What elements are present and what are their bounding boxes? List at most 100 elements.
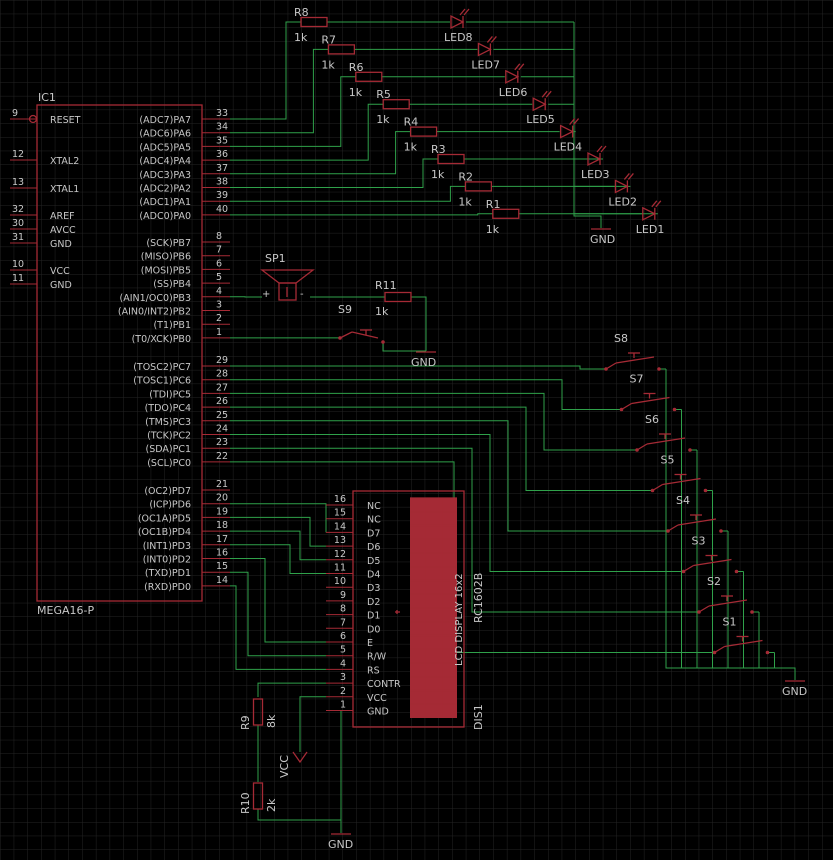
speaker-minus: - bbox=[300, 289, 304, 300]
wire-pd3-d4 bbox=[230, 544, 326, 574]
ic1-body[interactable] bbox=[36, 104, 203, 602]
lcd-pin-name: D4 bbox=[367, 570, 380, 581]
led-LED6[interactable] bbox=[505, 69, 520, 84]
lcd-pin-number: 11 bbox=[334, 563, 346, 574]
wire-pa-to-R7 bbox=[230, 48, 329, 134]
ic1-pin-name: (ADC6)PA6 bbox=[139, 129, 191, 140]
ic1-pin-name: (TOSC1)PC6 bbox=[133, 376, 191, 387]
resistor-R8[interactable] bbox=[300, 16, 328, 28]
ic1-pin-number: 13 bbox=[12, 177, 24, 188]
ic1-pin-name: GND bbox=[50, 239, 72, 250]
vcc-label: VCC bbox=[278, 755, 291, 778]
resistor-R11[interactable] bbox=[384, 291, 412, 303]
led-name: LED3 bbox=[581, 168, 610, 181]
lcd-pin-name: R/W bbox=[367, 652, 387, 663]
ic1-pin-number: 18 bbox=[216, 520, 228, 531]
switch-contact bbox=[683, 564, 694, 573]
resistor-R4[interactable] bbox=[409, 126, 438, 137]
resistor-name: R5 bbox=[376, 88, 391, 101]
resistor-name: R1 bbox=[486, 198, 501, 211]
junction-dot bbox=[657, 367, 661, 371]
ic1-pin-name: (RXD)PD0 bbox=[144, 582, 191, 593]
resistor-R6[interactable] bbox=[355, 71, 383, 82]
led-LED8[interactable] bbox=[450, 14, 465, 30]
junction-dot bbox=[750, 610, 754, 614]
lcd-display-text: LCD DISPLAY 16x2 bbox=[454, 573, 465, 666]
switch-contact bbox=[636, 443, 648, 451]
led-LED3[interactable] bbox=[587, 151, 602, 167]
lcd-pin-number: 7 bbox=[340, 617, 346, 628]
ic1-pin-number: 30 bbox=[12, 218, 24, 229]
junction-dot bbox=[703, 488, 708, 493]
reset-inversion-circle bbox=[28, 114, 38, 124]
lcd-pin-name: D2 bbox=[367, 597, 380, 608]
ic1-pin-name: (SS)PB4 bbox=[153, 279, 191, 290]
ic1-pin-name: (OC1B)PD4 bbox=[138, 527, 191, 538]
switch-name-S3: S3 bbox=[692, 535, 706, 548]
lcd-body[interactable] bbox=[352, 490, 465, 728]
ic1-pin-name: (ADC0)PA0 bbox=[139, 211, 191, 222]
lcd-part: RC1602B bbox=[472, 573, 485, 623]
switch-lever-S6 bbox=[646, 437, 686, 445]
resistor-value: 1k bbox=[321, 58, 335, 71]
lcd-pin-number: 10 bbox=[334, 576, 346, 587]
resistor-R9[interactable] bbox=[252, 698, 264, 726]
lcd-pin-number: 4 bbox=[340, 658, 346, 669]
ic1-pin-name: (ADC4)PA4 bbox=[139, 156, 191, 167]
lcd-pin-name: GND bbox=[367, 707, 389, 718]
resistor-name: R4 bbox=[404, 116, 419, 129]
led-light-arrow bbox=[623, 172, 634, 180]
switch-name-S5: S5 bbox=[661, 454, 675, 467]
resistor-R10[interactable] bbox=[252, 782, 264, 810]
led-name: LED4 bbox=[554, 141, 583, 154]
led-LED2[interactable] bbox=[614, 179, 629, 194]
wire-s9-to-gnd bbox=[382, 342, 426, 352]
wire-pc-to-S6 bbox=[230, 392, 637, 451]
switch-name-S7: S7 bbox=[630, 373, 644, 386]
ic1-pin-number: 2 bbox=[216, 313, 222, 324]
wire-vcc bbox=[299, 696, 326, 752]
wire-pa-to-R3 bbox=[230, 158, 438, 188]
wire-pd1-rw bbox=[230, 571, 326, 657]
wire-pc-to-S5 bbox=[230, 406, 653, 491]
led-LED5[interactable] bbox=[532, 97, 547, 112]
switch-lever-S2 bbox=[708, 599, 748, 607]
lcd-pin-name: VCC bbox=[367, 693, 387, 704]
vcc-arrow bbox=[292, 751, 308, 764]
resistor-R5[interactable] bbox=[382, 99, 410, 110]
resistor-R1[interactable] bbox=[492, 208, 520, 219]
resistor-R2[interactable] bbox=[464, 181, 493, 192]
junction-dot bbox=[734, 569, 739, 574]
ic1-pin-number: 23 bbox=[216, 437, 228, 448]
ic1-pin-number: 10 bbox=[12, 259, 24, 270]
ic1-pin-number: 37 bbox=[216, 163, 228, 174]
ic1-pin-name: VCC bbox=[50, 266, 70, 277]
lcd-pin-name: D0 bbox=[367, 624, 380, 635]
resistor-value: 1k bbox=[486, 223, 500, 236]
ic1-pin-name: (MISO)PB6 bbox=[141, 252, 191, 263]
ic1-pin-name: (T1)PB1 bbox=[153, 320, 191, 331]
wire-contr bbox=[257, 682, 326, 697]
symbols bbox=[10, 8, 805, 835]
switch-contact bbox=[714, 645, 725, 654]
led-light-arrow bbox=[569, 118, 580, 126]
lcd-pin-number: 15 bbox=[334, 508, 346, 519]
resistor-value: 8k bbox=[265, 714, 278, 728]
lcd-pin-number: 12 bbox=[334, 549, 346, 560]
led-LED1[interactable] bbox=[642, 206, 657, 221]
ic1-pin-name: (ADC1)PA1 bbox=[139, 197, 191, 208]
ic1-pin-name: (OC2)PD7 bbox=[144, 486, 191, 497]
ic1-pin-number: 28 bbox=[216, 369, 228, 380]
lcd-pin-number: 14 bbox=[334, 521, 346, 532]
wire-pd4-d5 bbox=[230, 530, 326, 561]
led-LED4[interactable] bbox=[559, 124, 575, 139]
ic1-pin-number: 4 bbox=[216, 286, 222, 297]
s9-lever bbox=[351, 331, 379, 339]
resistor-R3[interactable] bbox=[437, 153, 465, 165]
labels: IC1MEGA16-P9RESET12XTAL213XTAL132AREF30A… bbox=[12, 6, 807, 851]
ic1-pin-number: 36 bbox=[216, 149, 228, 160]
led-LED7[interactable] bbox=[477, 42, 492, 57]
resistor-R7[interactable] bbox=[327, 44, 356, 55]
switch-lever-S8 bbox=[615, 356, 655, 364]
junction-dot bbox=[688, 448, 692, 452]
